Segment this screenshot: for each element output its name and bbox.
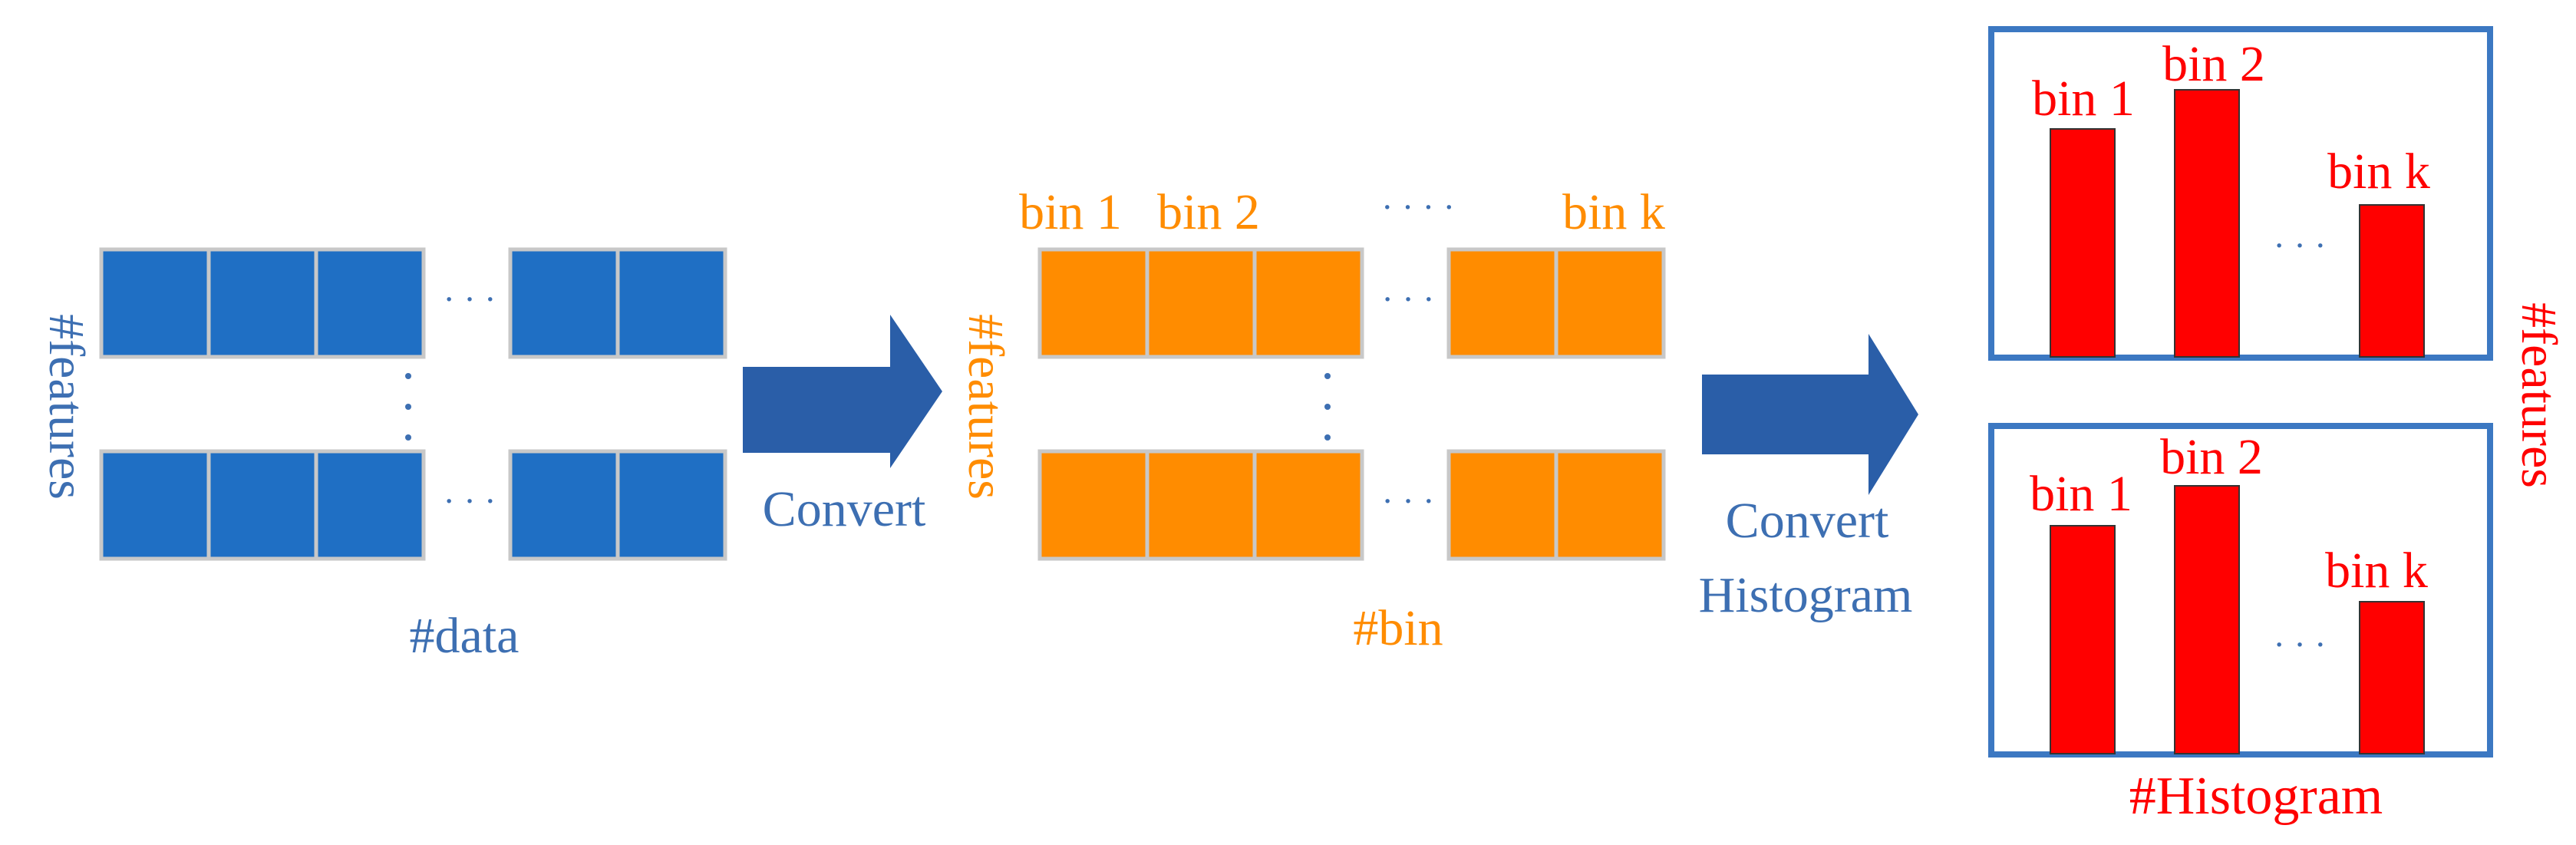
bin-cell	[1554, 247, 1666, 359]
data-row-top-dots: · · ·	[444, 279, 496, 319]
bin-header-bin1: bin 1	[1019, 184, 1122, 240]
right-arrow-icon	[743, 315, 942, 468]
data-count-label: #data	[410, 608, 519, 664]
histogram-bar-2	[2174, 89, 2240, 358]
convert-histogram-line1: Convert	[1726, 493, 1889, 549]
bin-row-top	[1037, 247, 1666, 359]
histogram-bottom-bink: bin k	[2325, 543, 2428, 599]
bin-cell	[1446, 247, 1558, 359]
data-cell	[99, 247, 211, 359]
histograms: bin 1 bin 2 bin k · · · bin 1 bin 2 bin …	[1988, 26, 2567, 826]
bin-vertical-dots	[1324, 373, 1331, 441]
data-cell	[615, 247, 727, 359]
convert-arrow: Convert	[743, 315, 942, 537]
convert-label: Convert	[763, 481, 926, 537]
bin-cell	[1446, 449, 1558, 561]
data-cell	[206, 247, 318, 359]
data-row-bottom	[99, 449, 727, 561]
histogram-top-dots: · · ·	[2274, 226, 2327, 265]
histogram-top-bink: bin k	[2327, 144, 2430, 200]
bin-cell	[1252, 247, 1364, 359]
data-vertical-dots	[405, 373, 411, 441]
bin-header-bink: bin k	[1562, 184, 1665, 240]
data-cell	[508, 449, 620, 561]
data-features-label: #features	[38, 314, 94, 500]
histogram-bar-k	[2359, 601, 2425, 754]
data-cell	[314, 247, 426, 359]
histogram-top-bin2: bin 2	[2162, 36, 2265, 92]
bin-header-dots: · · · ·	[1381, 187, 1455, 226]
data-row-top	[99, 247, 727, 359]
bin-row-bottom-dots: · · ·	[1382, 481, 1435, 520]
histogram-bar-1	[2050, 525, 2116, 754]
histogram-features-label: #features	[2511, 302, 2567, 488]
data-row-bottom-dots: · · ·	[444, 481, 496, 520]
data-cell	[615, 449, 727, 561]
bin-count-label: #bin	[1353, 600, 1443, 656]
histogram-count-label: #Histogram	[2129, 767, 2383, 826]
histogram-top-bin1: bin 1	[2032, 71, 2135, 127]
bin-cell	[1145, 449, 1257, 561]
bin-row-bottom	[1037, 449, 1666, 561]
data-cell	[314, 449, 426, 561]
data-cell	[99, 449, 211, 561]
histogram-top: bin 1 bin 2 bin k · · ·	[1988, 26, 2493, 361]
histogram-frame	[1988, 423, 2493, 758]
right-arrow-icon	[1702, 334, 1918, 495]
bin-row-top-dots: · · ·	[1382, 279, 1435, 319]
data-cell	[206, 449, 318, 561]
data-matrix: #features · · · · · · #data	[38, 247, 727, 664]
histogram-bar-k	[2359, 204, 2425, 358]
convert-histogram-arrow: Convert Histogram	[1699, 334, 1918, 623]
histogram-bottom: bin 1 bin 2 bin k · · ·	[1988, 423, 2493, 758]
histogram-frame	[1988, 26, 2493, 361]
histogram-bar-2	[2174, 485, 2240, 754]
convert-histogram-line2: Histogram	[1699, 567, 1913, 623]
histogram-bottom-dots: · · ·	[2274, 625, 2327, 664]
bin-cell	[1037, 247, 1149, 359]
bin-header-bin2: bin 2	[1157, 184, 1260, 240]
histogram-bottom-bin1: bin 1	[2030, 466, 2132, 522]
bin-features-label: #features	[958, 314, 1014, 500]
bin-matrix: #features bin 1 bin 2 · · · · bin k · · …	[958, 184, 1666, 656]
histogram-bottom-bin2: bin 2	[2160, 429, 2263, 485]
bin-cell	[1037, 449, 1149, 561]
bin-cell	[1554, 449, 1666, 561]
histogram-bar-1	[2050, 128, 2116, 358]
bin-cell	[1252, 449, 1364, 561]
bin-cell	[1145, 247, 1257, 359]
data-cell	[508, 247, 620, 359]
